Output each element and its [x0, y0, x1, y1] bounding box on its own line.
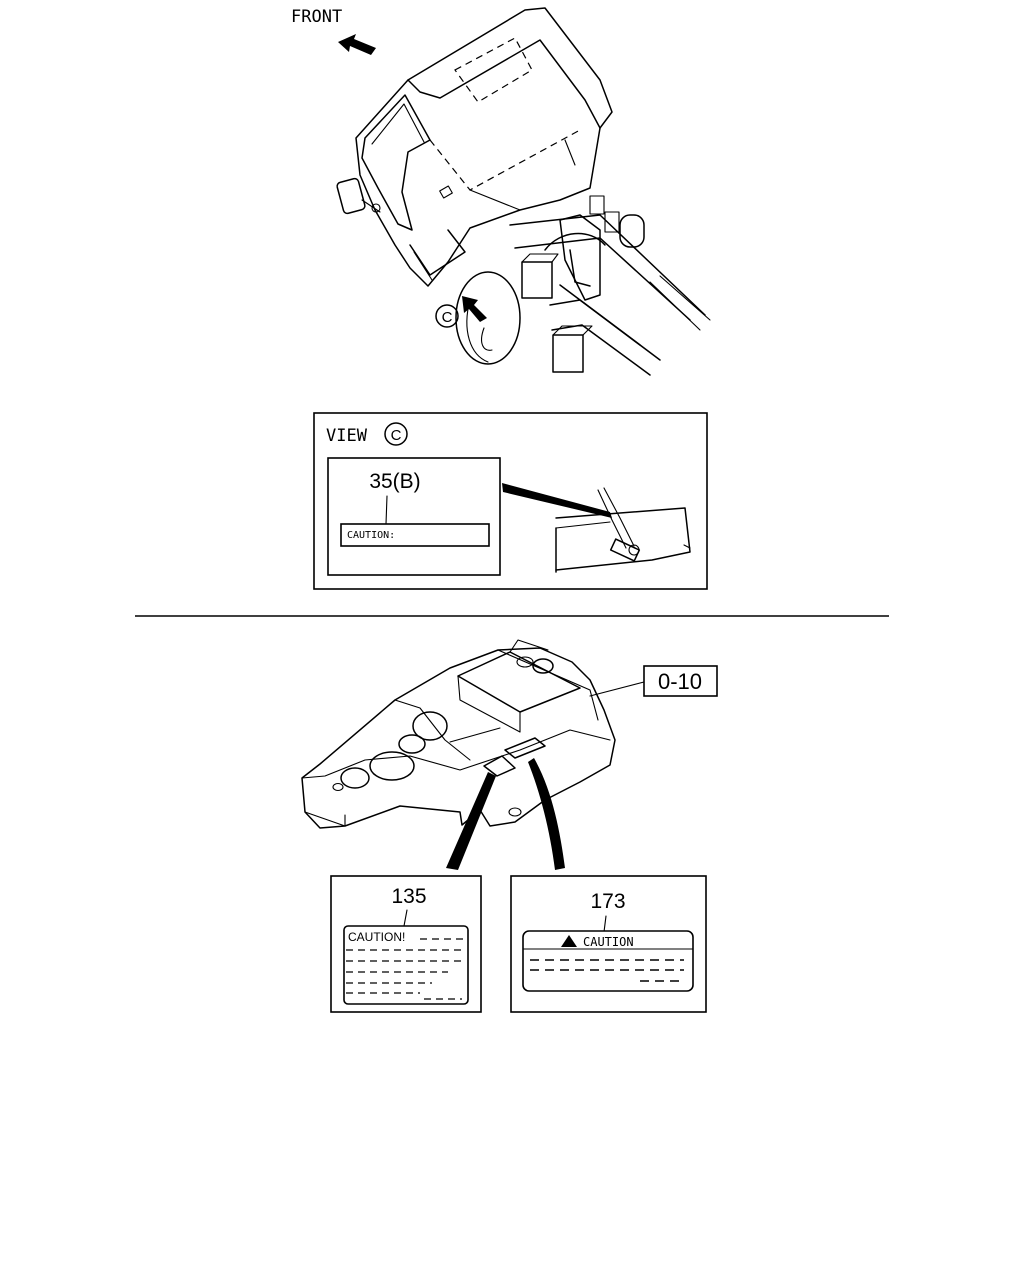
reference-label: 0-10 [658, 669, 702, 694]
label-173-text-lines [530, 959, 684, 982]
warning-triangle-icon [561, 935, 577, 947]
view-c-indicator: C [435, 296, 487, 328]
part-number-35b: 35(B) [369, 470, 420, 493]
caution-label-135-title: CAUTION! [348, 930, 405, 944]
component-illustration [301, 639, 616, 829]
leader-135 [446, 772, 496, 870]
chassis-frame-illustration [455, 195, 711, 376]
view-title: VIEW [326, 426, 368, 446]
front-arrow-icon [338, 34, 376, 55]
front-indicator: FRONT [291, 7, 376, 55]
view-marker-letter: C [442, 309, 453, 326]
label-135-text-lines [346, 938, 464, 1000]
leader-173 [528, 758, 565, 870]
view-title-marker: C [391, 427, 402, 444]
reference-box [643, 665, 718, 697]
view-arrow-icon [462, 296, 487, 322]
view-marker-circle-icon [435, 304, 459, 328]
leader-35b [502, 483, 612, 518]
caution-label-173-title: CAUTION [583, 935, 634, 949]
view-title-circle-icon [384, 422, 408, 446]
part-number-135: 135 [391, 885, 426, 908]
view-c-panel: VIEW C 35(B) CAUTION: [313, 412, 708, 590]
part-number-173: 173 [590, 890, 625, 913]
front-label: FRONT [291, 7, 342, 27]
label-panel-135: 135 CAUTION! [330, 875, 482, 1013]
label-panel-173: 173 CAUTION [510, 875, 707, 1013]
caution-label-35b-title: CAUTION: [347, 530, 395, 541]
reference-callout: 0-10 [589, 665, 718, 697]
truck-cab-illustration [336, 7, 613, 287]
